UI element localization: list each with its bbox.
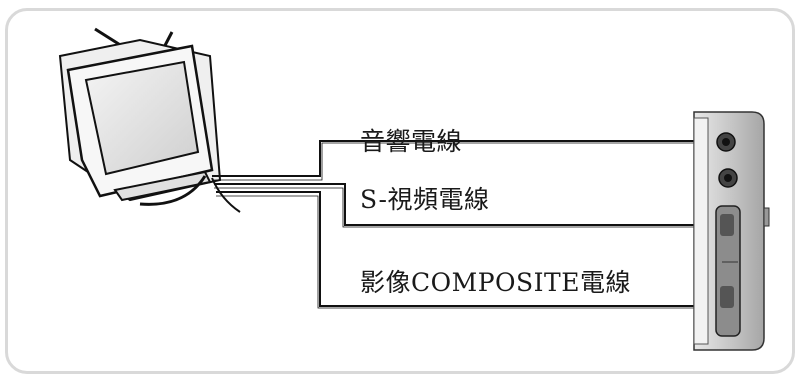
audio-cable-label: 音響電線 [360, 127, 463, 156]
media-player-device-icon [693, 111, 770, 351]
television-icon [58, 27, 241, 213]
svideo-cable-label: S-視頻電線 [360, 185, 490, 214]
cable-lines [212, 140, 718, 309]
composite-cable-label: 影像COMPOSITE電線 [360, 268, 631, 297]
